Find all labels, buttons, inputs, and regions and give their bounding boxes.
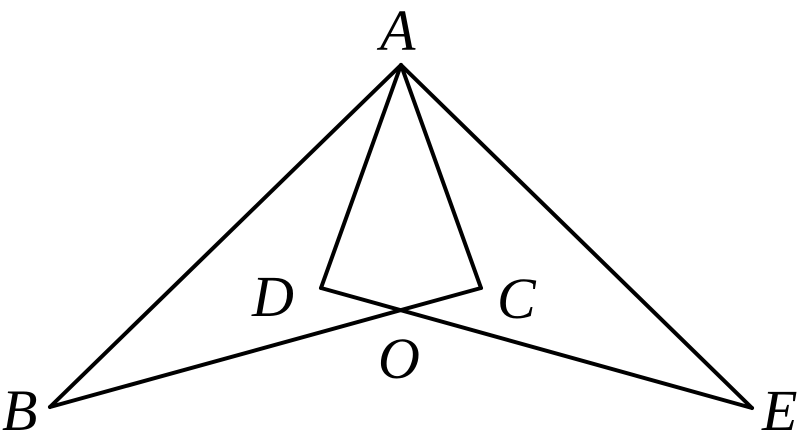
segment-ab [48, 63, 403, 409]
segment-ac [399, 63, 483, 290]
label-c: C [497, 266, 537, 331]
segment-de [319, 286, 754, 410]
label-o: O [378, 326, 420, 391]
segment-ae [399, 63, 754, 410]
label-b: B [2, 378, 37, 435]
segment-bc [48, 286, 483, 409]
segment-ad [319, 63, 403, 290]
label-e: E [761, 378, 797, 435]
label-a: A [376, 0, 416, 63]
point-labels: A B C D E O [2, 0, 797, 435]
label-d: D [251, 264, 294, 329]
segments [48, 63, 754, 410]
